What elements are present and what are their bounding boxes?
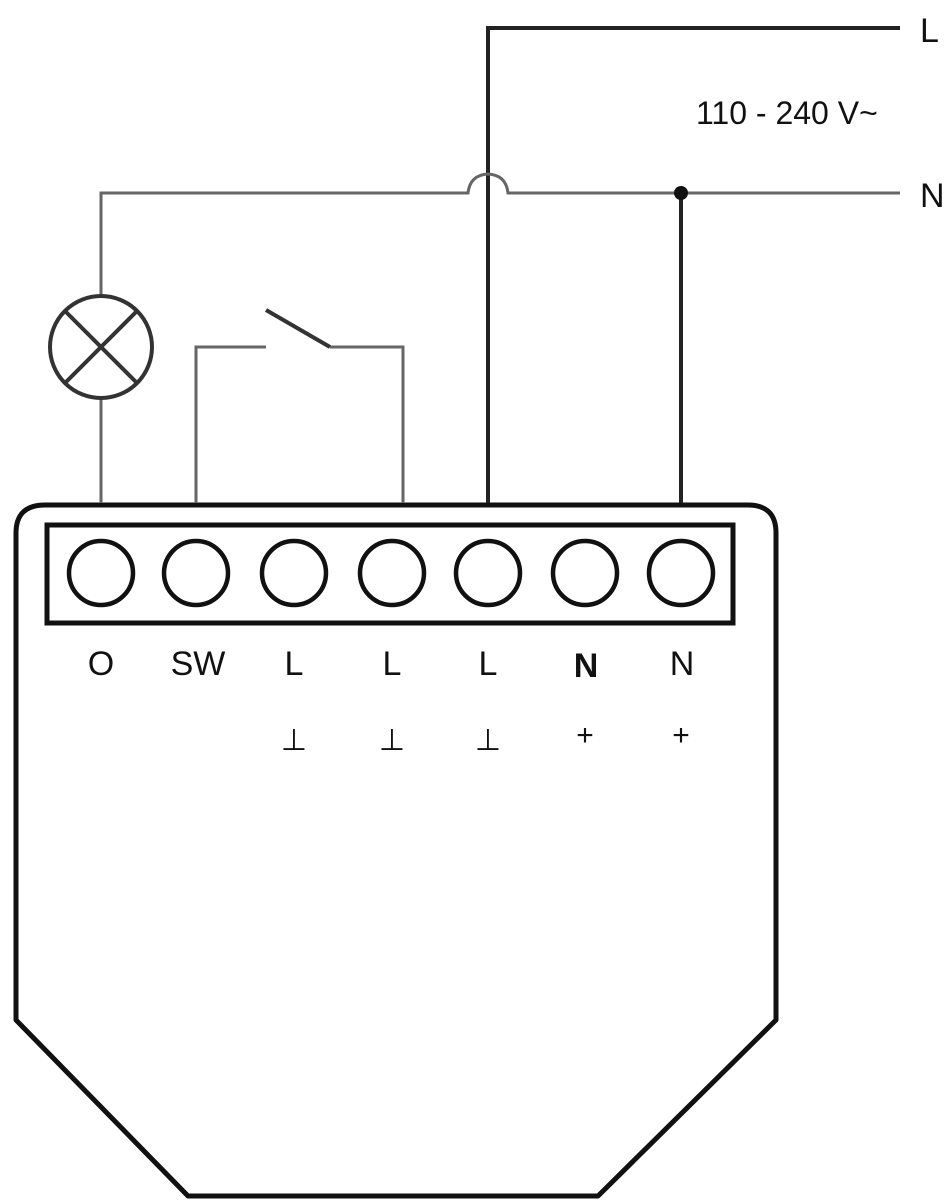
- terminal-l-2: [357, 538, 427, 608]
- terminal-label: SW: [171, 645, 226, 683]
- terminal-symbol: ⊥: [379, 724, 405, 757]
- terminal-label: O: [88, 645, 114, 683]
- neutral-wire: [99, 172, 900, 503]
- terminal-symbol: ⊥: [475, 724, 501, 757]
- device-body: [13, 502, 779, 1199]
- supply-line-label: L: [920, 12, 939, 50]
- terminal-label: N: [670, 645, 695, 683]
- terminal-symbol: ⊥: [281, 724, 307, 757]
- lamp-icon: [48, 294, 154, 400]
- supply-neutral-label: N: [920, 177, 945, 215]
- terminal-symbol: +: [672, 719, 690, 752]
- terminal-label: N: [574, 647, 599, 685]
- switch-wire: [194, 345, 405, 503]
- terminal-n-2: [646, 538, 716, 608]
- terminal-label: L: [479, 645, 498, 683]
- terminal-l-1: [259, 538, 329, 608]
- terminal-n-1: [550, 538, 620, 608]
- switch-contact: [264, 308, 332, 349]
- terminal-o: [66, 538, 136, 608]
- terminal-label: L: [383, 645, 402, 683]
- terminal-symbol: +: [576, 719, 594, 752]
- line-wire: [486, 26, 900, 503]
- voltage-label: 110 - 240 V~: [696, 95, 878, 131]
- terminal-label: L: [285, 645, 304, 683]
- junction-dot: [674, 186, 688, 200]
- terminal-sw: [161, 538, 231, 608]
- terminal-l-3: [453, 538, 523, 608]
